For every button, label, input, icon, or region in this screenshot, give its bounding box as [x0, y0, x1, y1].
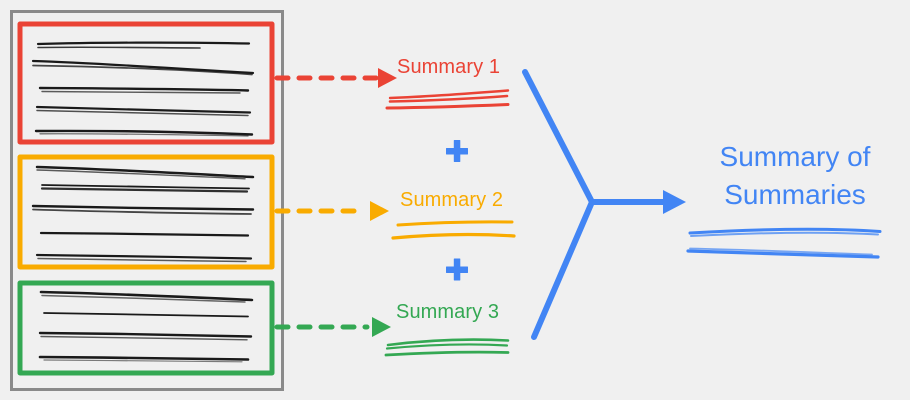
final-output-squiggle [686, 227, 882, 259]
document-group-orange-border [17, 154, 275, 270]
final-output-title-line2: Summaries [724, 179, 866, 210]
connector-arrow-green-head [372, 317, 391, 337]
plus-operator-1 [446, 140, 468, 162]
summary-2-label: Summary 2 [400, 189, 504, 211]
summary-2-squiggle [391, 220, 516, 240]
summary-3-squiggle [384, 338, 510, 357]
connector-arrow-red [274, 68, 397, 88]
document-group-red-text-lines [31, 41, 255, 137]
merge-branch-top [522, 69, 595, 205]
document-group-red[interactable] [17, 21, 275, 145]
plus-operator-2 [446, 258, 468, 281]
connector-arrow-green [274, 317, 391, 337]
final-output-title-line1: Summary of [719, 141, 871, 172]
summary-3-label: Summary 3 [396, 301, 500, 323]
document-group-green-text-lines [38, 290, 254, 363]
summary-1-squiggle [385, 89, 510, 110]
document-group-orange[interactable] [17, 154, 275, 270]
connector-arrow-orange [274, 201, 389, 221]
connector-arrow-orange-head [370, 201, 389, 221]
merge-output-arrow-head [663, 190, 686, 214]
document-group-green-border [17, 280, 275, 376]
final-output-title: Summary of Summaries [700, 138, 890, 214]
merge-connector [522, 69, 686, 340]
document-group-orange-text-lines [31, 165, 255, 263]
merge-branch-bottom [531, 199, 595, 340]
document-group-red-border [17, 21, 275, 145]
summary-1-label: Summary 1 [397, 56, 501, 78]
document-group-green[interactable] [17, 280, 275, 376]
source-documents-frame [10, 10, 284, 391]
connector-arrow-red-head [378, 68, 397, 88]
